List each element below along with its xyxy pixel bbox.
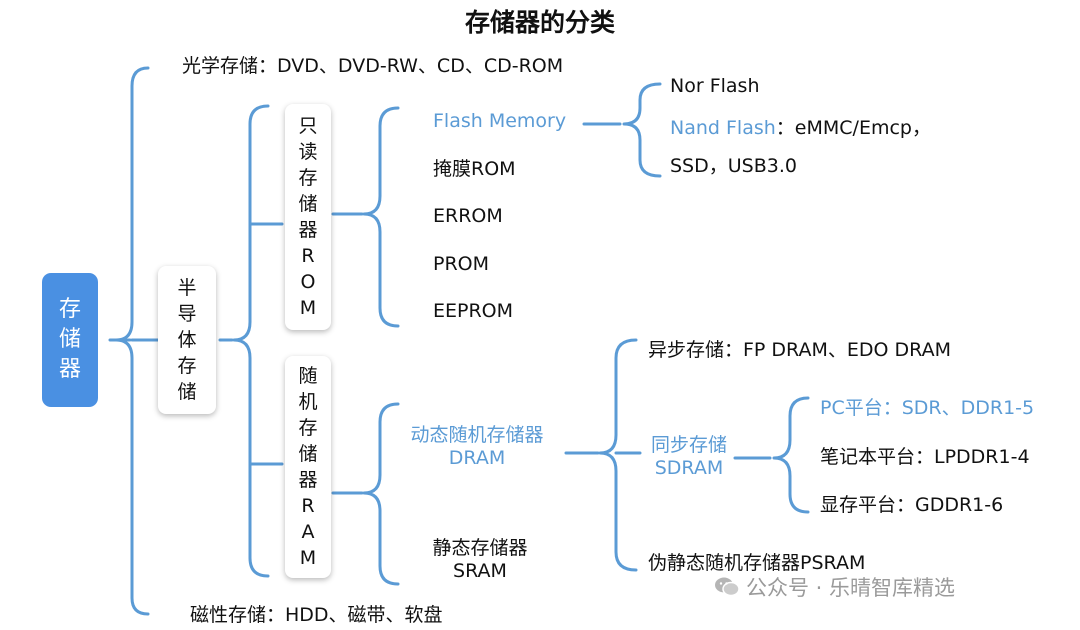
rom-item-errom: ERROM <box>433 205 503 227</box>
magnetic-storage: 磁性存储：HDD、磁带、软盘 <box>190 604 443 626</box>
nand-flash-detail: ：eMMC/Emcp， <box>775 117 931 139</box>
wechat-official-account-icon <box>715 577 740 597</box>
pc-platform: PC平台：SDR、DDR1-5 <box>820 397 1035 419</box>
gpu-memory-platform: 显存平台：GDDR1-6 <box>820 494 1004 516</box>
semiconductor-node: 半导体存储 <box>158 266 216 414</box>
root-node: 存储器 <box>42 273 98 407</box>
rom-item-prom: PROM <box>433 253 490 275</box>
async-storage: 异步存储：FP DRAM、EDO DRAM <box>648 339 951 361</box>
notebook-platform: 笔记本平台：LPDDR1-4 <box>820 446 1030 468</box>
dram-bracket <box>564 338 642 572</box>
rom-item-eeprom: EEPROM <box>433 300 514 322</box>
rom-node: 只读存储器ROM <box>285 104 331 330</box>
ssd-usb: SSD，USB3.0 <box>670 155 797 177</box>
ram-bracket <box>331 402 400 586</box>
optical-storage: 光学存储：DVD、DVD-RW、CD、CD-ROM <box>182 55 564 77</box>
root-bracket <box>108 66 160 616</box>
flash-bracket <box>582 82 662 178</box>
nand-flash-label: Nand Flash <box>670 117 776 139</box>
ram-node: 随机存储器RAM <box>285 356 331 578</box>
psram: 伪静态随机存储器PSRAM <box>648 552 866 574</box>
page-title: 存储器的分类 <box>464 8 615 37</box>
sdram-bracket <box>733 396 810 514</box>
watermark: 公众号 · 乐晴智库精选 <box>746 576 956 600</box>
semiconductor-bracket <box>218 104 284 578</box>
nor-flash: Nor Flash <box>670 75 760 97</box>
nand-flash-line: Nand Flash：eMMC/Emcp， <box>670 117 931 140</box>
rom-item-flash-memory: Flash Memory <box>433 110 567 132</box>
rom-item-mask-rom: 掩膜ROM <box>433 158 516 180</box>
rom-bracket <box>331 106 400 328</box>
